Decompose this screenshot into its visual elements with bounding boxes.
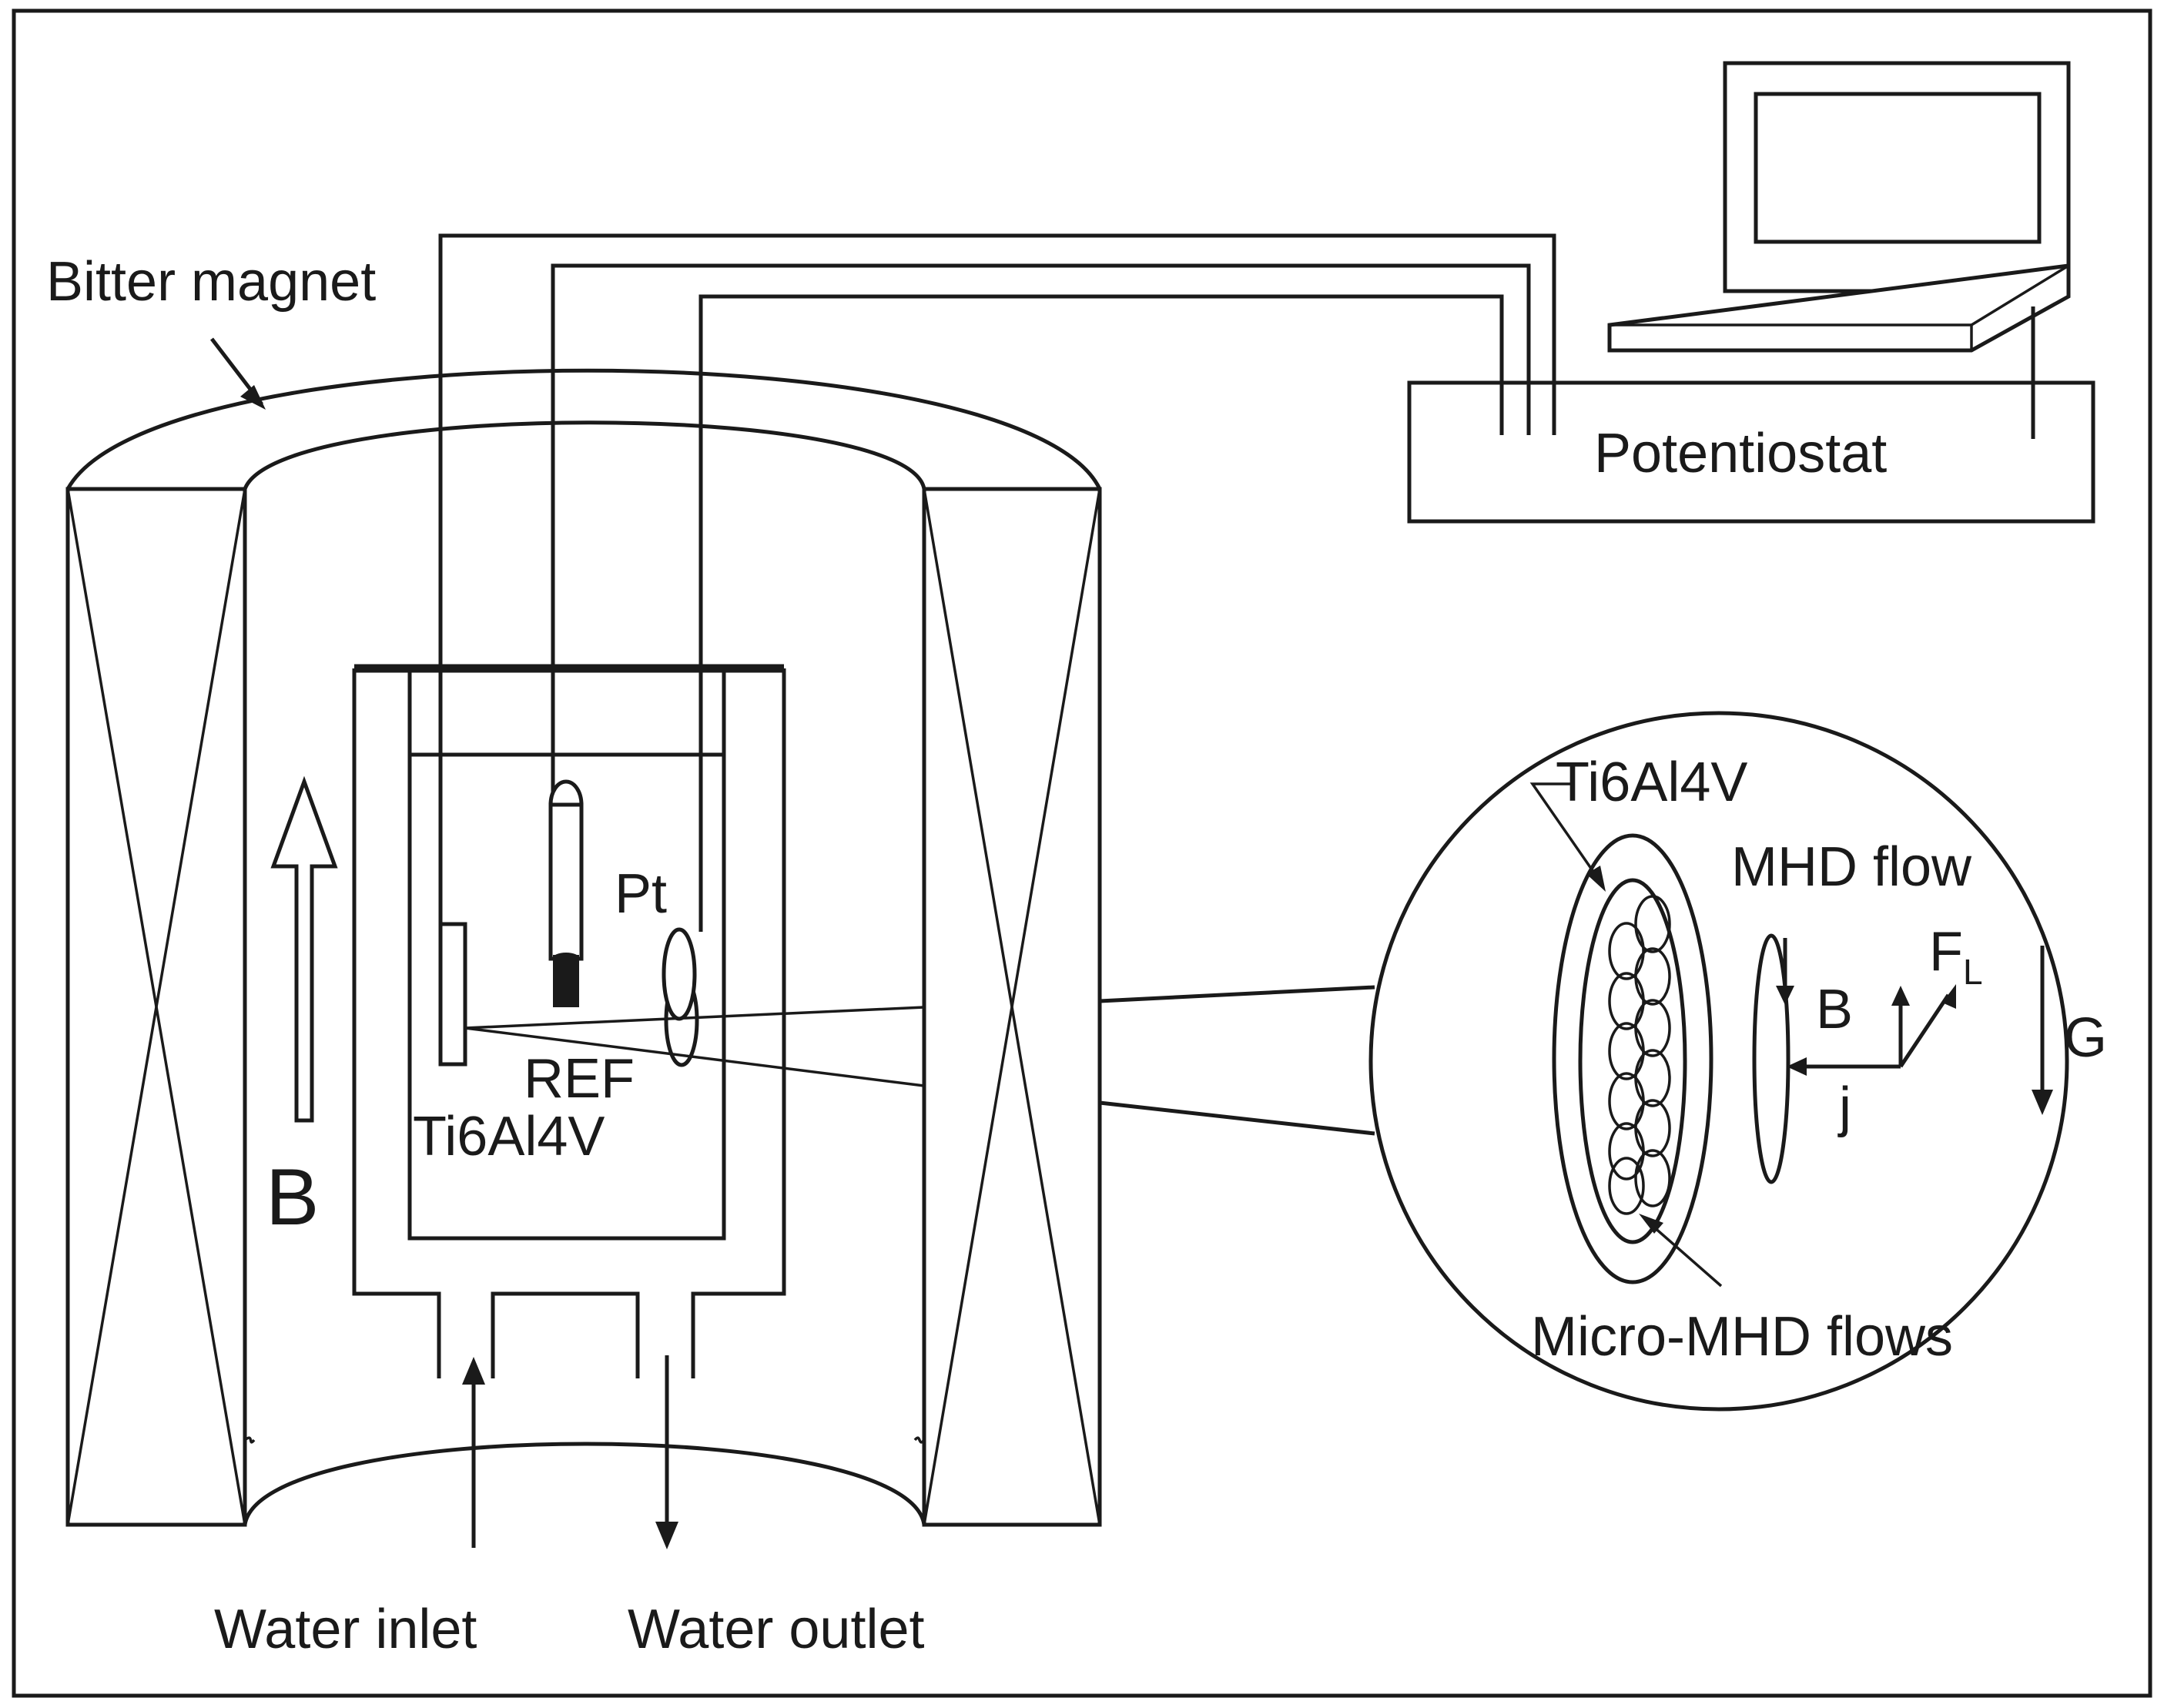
mhd-flow-label: MHD flow — [1731, 836, 1972, 898]
magnet-pointer-arrow — [210, 337, 266, 410]
figure-border — [12, 8, 2152, 1698]
water-inlet-arrow — [462, 1357, 485, 1548]
force-symbol: F — [1929, 921, 1963, 983]
electrode-wires — [438, 233, 1556, 932]
gravity-label: G — [2064, 1007, 2107, 1069]
inset-field-label: B — [1816, 979, 1853, 1040]
laptop-icon — [1607, 61, 2071, 439]
bitter-magnet — [65, 368, 1102, 1527]
inset-sample-label: Ti6Al4V — [1556, 752, 1747, 813]
potentiostat-box — [1407, 380, 2095, 524]
magnetic-field-arrow — [270, 775, 338, 1123]
micro-mhd-cells — [1608, 895, 1671, 1215]
force-subscript: L — [1963, 952, 1983, 992]
water-outlet-arrow — [655, 1355, 678, 1549]
ref-label: REF — [524, 1048, 635, 1110]
zoom-lines — [464, 985, 1375, 1136]
working-electrode — [438, 922, 467, 1067]
sample-label: Ti6Al4V — [413, 1106, 605, 1167]
inset-magnified-view — [1368, 711, 2069, 1412]
reference-electrode — [548, 779, 584, 1007]
water-inlet-label: Water inlet — [214, 1599, 477, 1660]
potentiostat-label: Potentiostat — [1594, 423, 1887, 484]
water-outlet-label: Water outlet — [628, 1599, 925, 1660]
pt-counter-electrode — [662, 927, 699, 1067]
pt-label: Pt — [615, 863, 667, 925]
micro-mhd-flows-label: Micro-MHD flows — [1531, 1306, 1953, 1368]
current-label: j — [1837, 1077, 1851, 1138]
bitter-magnet-label: Bitter magnet — [46, 251, 376, 313]
lorentz-force-label: FL — [1929, 921, 1983, 992]
electrochemical-cell — [407, 666, 726, 1241]
field-label: B — [266, 1153, 319, 1242]
